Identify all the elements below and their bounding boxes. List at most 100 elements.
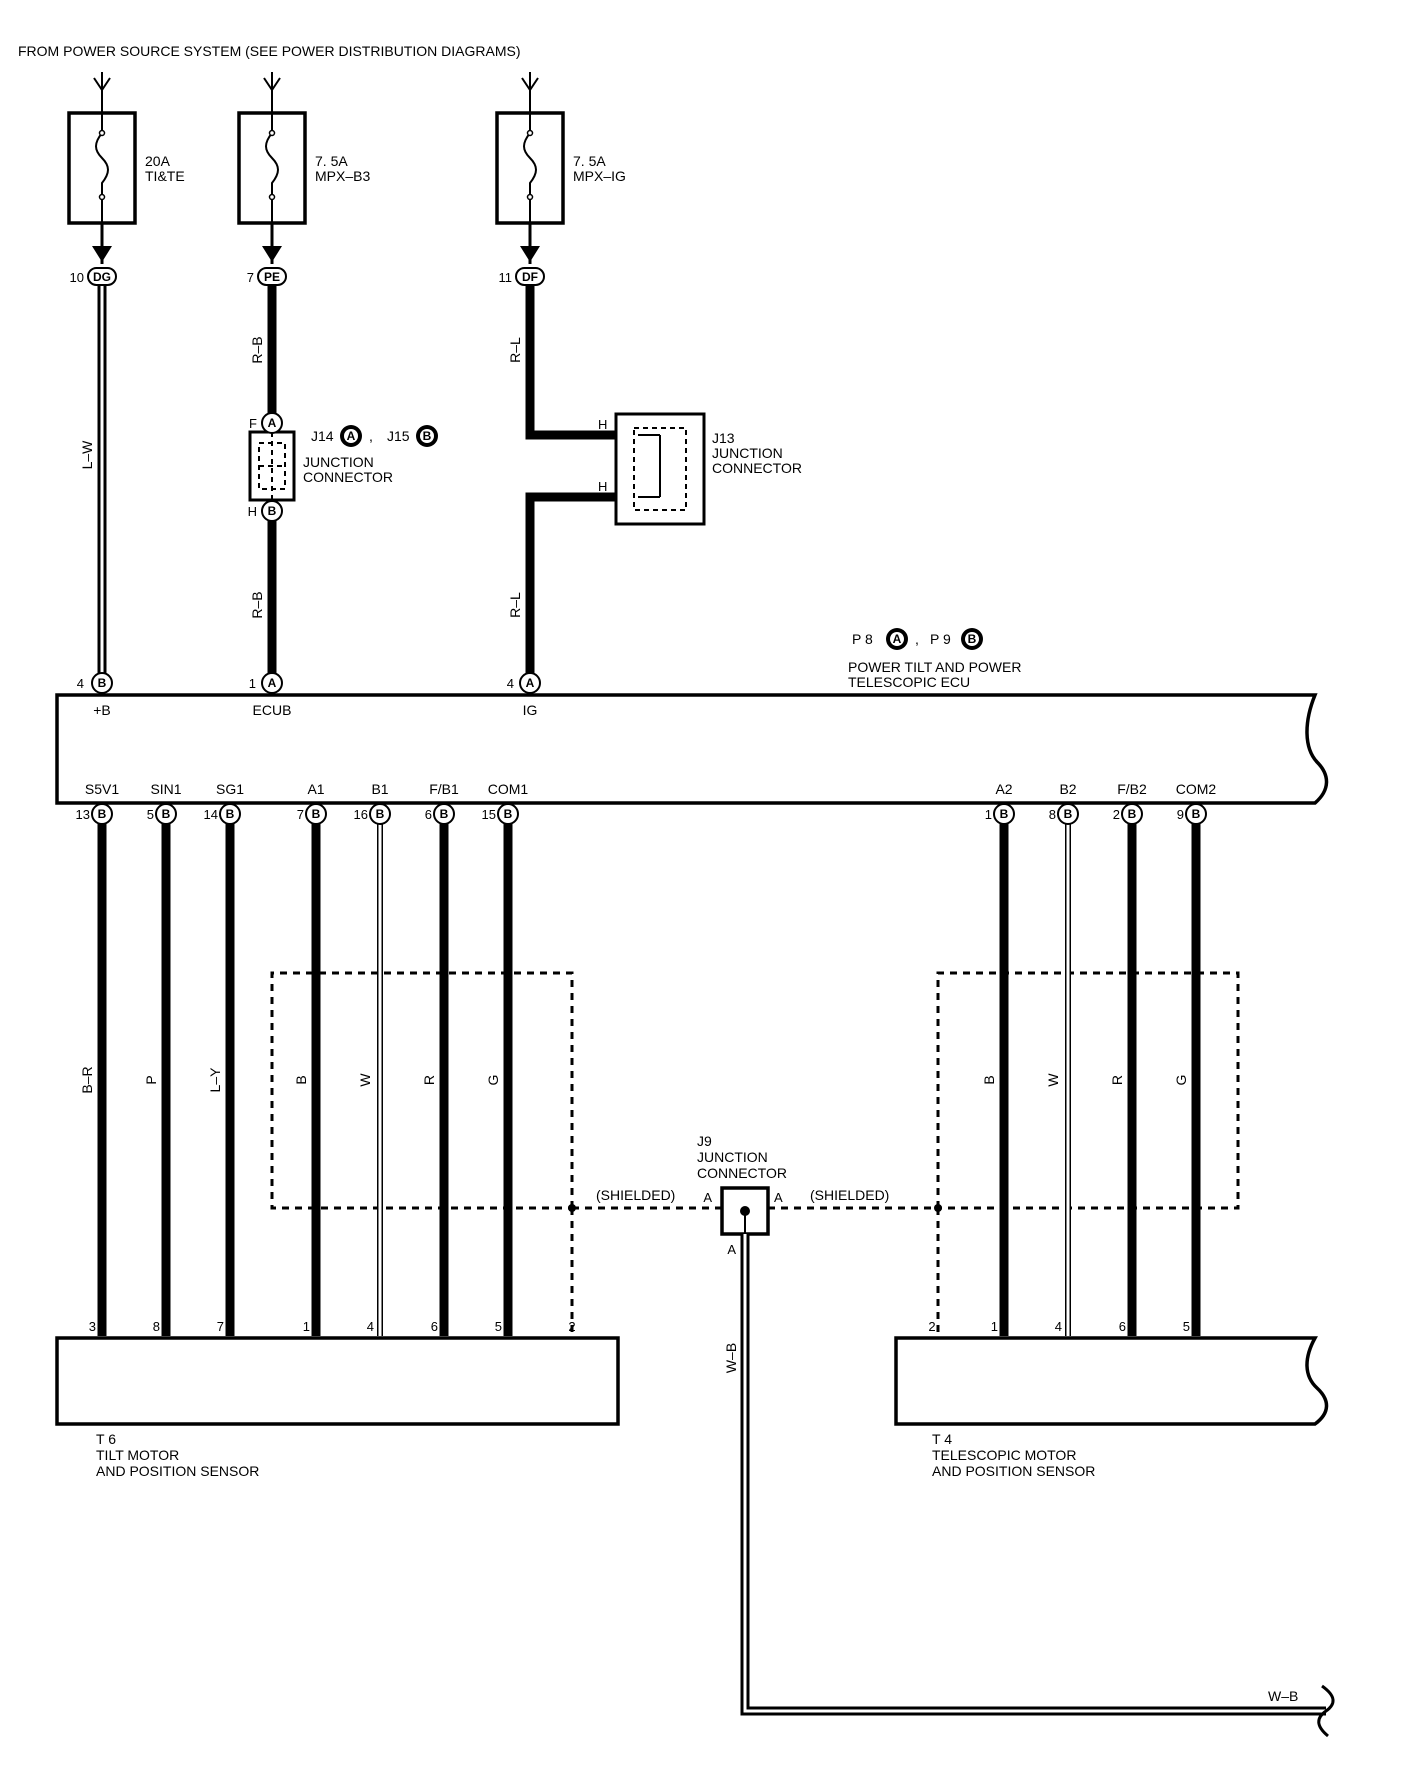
pin-conn: B bbox=[504, 807, 513, 821]
pin-circle bbox=[155, 803, 177, 825]
wire-color: R–L bbox=[507, 337, 523, 363]
signal-label: +B bbox=[93, 702, 111, 718]
connector-id: J14 bbox=[311, 428, 334, 444]
svg-text:JUNCTION: JUNCTION bbox=[697, 1149, 768, 1165]
svg-text:TELESCOPIC ECU: TELESCOPIC ECU bbox=[848, 674, 970, 690]
sensor-pin-number: 4 bbox=[1055, 1319, 1062, 1334]
svg-text:B: B bbox=[268, 504, 277, 518]
svg-text:TELESCOPIC MOTOR: TELESCOPIC MOTOR bbox=[932, 1447, 1076, 1463]
component-id: T 4 bbox=[932, 1431, 952, 1447]
wire-color: W bbox=[357, 1073, 373, 1087]
svg-text:DG: DG bbox=[93, 270, 111, 284]
svg-text:A: A bbox=[703, 1190, 712, 1205]
wire-color: L–W bbox=[79, 440, 95, 470]
signal-label: A2 bbox=[995, 781, 1012, 797]
wire-color: R–B bbox=[249, 336, 265, 363]
fuse-connector-dg: DG 10 bbox=[70, 267, 117, 286]
pin-number: 2 bbox=[568, 1319, 575, 1334]
pin-circle bbox=[305, 803, 327, 825]
wire-color: L–Y bbox=[207, 1067, 223, 1093]
pin-number: 7 bbox=[247, 270, 254, 285]
svg-text:B: B bbox=[98, 676, 107, 690]
svg-text:A: A bbox=[727, 1242, 736, 1257]
sensor-pin-number: 1 bbox=[303, 1319, 310, 1334]
pin-number: 2 bbox=[928, 1319, 935, 1334]
connector-id: J13 bbox=[712, 430, 735, 446]
pin-circle bbox=[219, 803, 241, 825]
pin-conn: B bbox=[440, 807, 449, 821]
pin-number: 11 bbox=[499, 270, 513, 285]
svg-text:DF: DF bbox=[522, 270, 538, 284]
pin-number: 4 bbox=[507, 676, 514, 691]
fuse-rating: 7. 5A bbox=[315, 153, 348, 169]
pin-conn: B bbox=[162, 807, 171, 821]
sensor-pin-number: 4 bbox=[367, 1319, 374, 1334]
tilt-sensor-box: 2 T 6 TILT MOTOR AND POSITION SENSOR bbox=[55, 1319, 620, 1479]
pin-number: 4 bbox=[77, 676, 84, 691]
wire-color: G bbox=[1173, 1075, 1189, 1086]
pin-number: 10 bbox=[70, 270, 84, 285]
wire-w-b: W–B W–B bbox=[723, 1234, 1335, 1738]
signal-label: F/B2 bbox=[1117, 781, 1147, 797]
ecu-label: P 8 A , P 9 B POWER TILT AND POWER TELES… bbox=[848, 628, 1021, 690]
pin-conn: B bbox=[1064, 807, 1073, 821]
svg-text:TILT MOTOR: TILT MOTOR bbox=[96, 1447, 179, 1463]
connector-id: J15 bbox=[387, 428, 410, 444]
pin-conn: B bbox=[376, 807, 385, 821]
wire-color: B bbox=[981, 1075, 997, 1084]
fuse-connector-pe: PE 7 bbox=[247, 267, 287, 286]
wire-color: W bbox=[1045, 1073, 1061, 1087]
shield-link: (SHIELDED) (SHIELDED) bbox=[572, 1187, 938, 1210]
fuse-name: MPX–IG bbox=[573, 168, 626, 184]
sensor-pin-number: 6 bbox=[431, 1319, 438, 1334]
svg-text:PE: PE bbox=[264, 270, 280, 284]
svg-text:AND POSITION SENSOR: AND POSITION SENSOR bbox=[932, 1463, 1095, 1479]
wire-color: G bbox=[485, 1075, 501, 1086]
signal-label: SG1 bbox=[216, 781, 244, 797]
pin-conn: B bbox=[312, 807, 321, 821]
wire-color: P bbox=[143, 1075, 159, 1084]
shield-label: (SHIELDED) bbox=[596, 1187, 675, 1203]
svg-text:JUNCTION: JUNCTION bbox=[303, 454, 374, 470]
fuse-ti-te: 20A TI&TE bbox=[67, 72, 185, 264]
pin-number: 1 bbox=[985, 807, 992, 822]
svg-text:H: H bbox=[598, 479, 607, 494]
pin-circle bbox=[1121, 803, 1143, 825]
pin-number: 14 bbox=[204, 807, 218, 822]
connector-id: P 9 bbox=[930, 631, 951, 647]
sensor-pin-number: 5 bbox=[495, 1319, 502, 1334]
pin-conn: B bbox=[1000, 807, 1009, 821]
svg-text:B: B bbox=[423, 429, 432, 443]
header-text: FROM POWER SOURCE SYSTEM (SEE POWER DIST… bbox=[18, 43, 520, 59]
svg-text:,: , bbox=[915, 631, 919, 647]
sensor-pin-number: 3 bbox=[89, 1319, 96, 1334]
fuse-mpx-ig: 7. 5A MPX–IG bbox=[495, 72, 626, 264]
svg-text:JUNCTION: JUNCTION bbox=[712, 445, 783, 461]
component-id: T 6 bbox=[96, 1431, 116, 1447]
signal-label: B1 bbox=[371, 781, 388, 797]
pin-number: 2 bbox=[1113, 807, 1120, 822]
pin-conn: B bbox=[98, 807, 107, 821]
wire-color: R–L bbox=[507, 592, 523, 618]
connector-id: J9 bbox=[697, 1133, 712, 1149]
pin-number: 9 bbox=[1177, 807, 1184, 822]
pin-number: 8 bbox=[1049, 807, 1056, 822]
tele-sensor-box: 2 T 4 TELESCOPIC MOTOR AND POSITION SENS… bbox=[894, 1319, 1329, 1479]
junction-connector-j9: J9 JUNCTION CONNECTOR A A A bbox=[697, 1133, 787, 1257]
fuse-name: MPX–B3 bbox=[315, 168, 370, 184]
svg-text:CONNECTOR: CONNECTOR bbox=[712, 460, 802, 476]
svg-text:B: B bbox=[968, 632, 977, 646]
fuse-connector-df: DF 11 bbox=[499, 267, 545, 286]
fuse-rating: 7. 5A bbox=[573, 153, 606, 169]
